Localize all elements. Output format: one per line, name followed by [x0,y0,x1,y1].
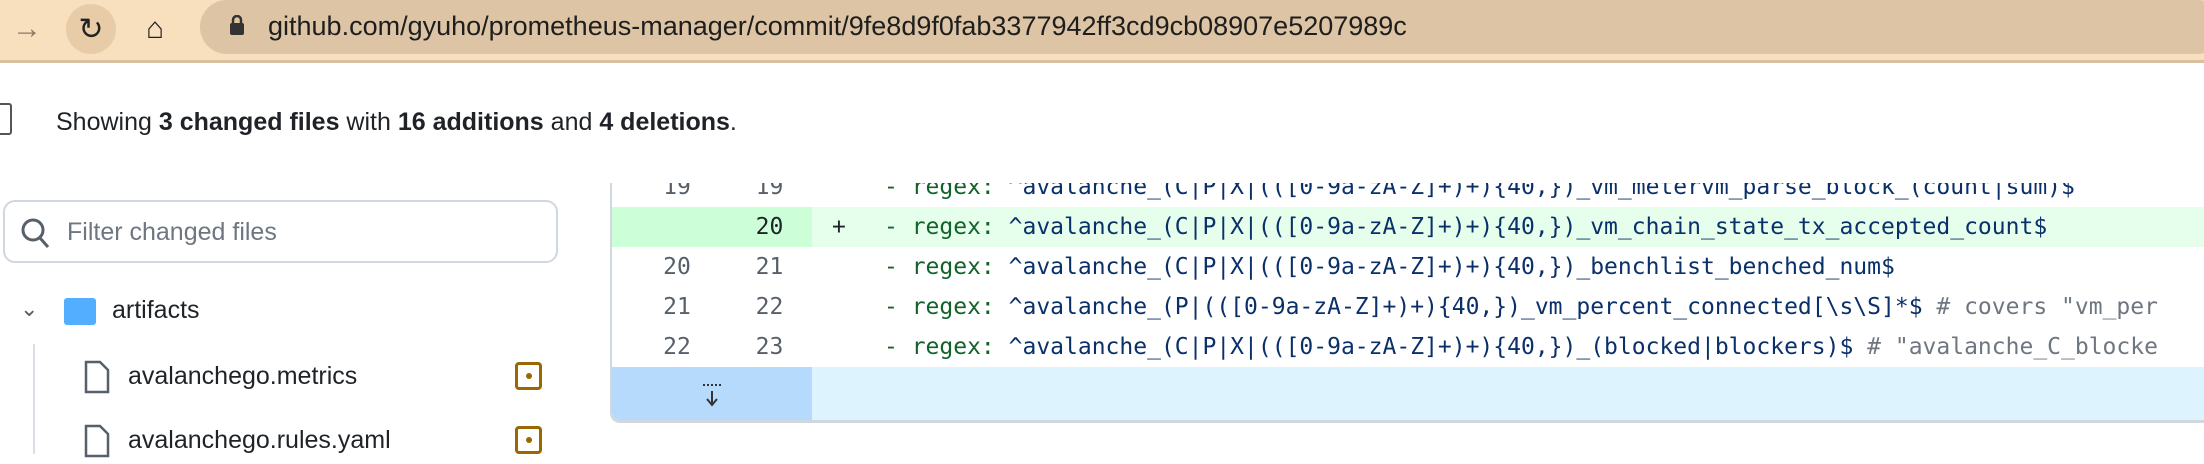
search-icon [21,218,50,248]
folder-icon [64,298,96,325]
new-line-number[interactable]: 21 [755,254,784,280]
file-icon [84,360,110,394]
diff-row-added: 20 + - regex: ^avalanche_(C|P|X|(([0-9a-… [612,207,2204,247]
diff-row: 21 22 - regex: ^avalanche_(P|(([0-9a-zA-… [612,287,2204,327]
old-line-number[interactable]: 21 [663,294,691,320]
tree-file[interactable]: avalanchego.rules.yaml [0,424,560,464]
file-name: avalanchego.metrics [128,362,358,390]
filter-files-input[interactable]: Filter changed files [3,200,558,263]
expand-down-button[interactable] [612,367,812,420]
forward-icon[interactable]: → [12,12,42,45]
old-line-number[interactable]: 20 [663,254,691,280]
old-line-number[interactable]: 22 [663,334,691,360]
modified-badge-icon [515,362,542,390]
diff-row: 22 23 - regex: ^avalanche_(C|P|X|(([0-9a… [612,327,2204,367]
new-line-number[interactable]: 23 [755,334,784,360]
diff-summary: Showing 3 changed files with 16 addition… [56,108,737,136]
code-line: - regex: ^avalanche_(C|P|X|(([0-9a-zA-Z]… [884,183,2075,200]
new-line-number[interactable]: 22 [755,294,784,320]
file-icon [84,424,110,458]
file-name: avalanchego.rules.yaml [128,426,391,454]
new-line-number[interactable]: 20 [755,214,784,240]
code-line: - regex: ^avalanche_(P|(([0-9a-zA-Z]+)+)… [884,294,2158,320]
tree-indent-line [33,344,35,454]
diff-row: 20 21 - regex: ^avalanche_(C|P|X|(([0-9a… [612,247,2204,287]
lock-icon [230,15,244,35]
browser-toolbar: → ↻ ⌂ github.com/gyuho/prometheus-manage… [0,0,2204,63]
folder-name: artifacts [112,296,200,324]
reload-icon[interactable]: ↻ [66,4,116,54]
new-line-number[interactable]: 19 [755,183,784,200]
modified-badge-icon [515,426,542,454]
expand-down-icon [703,384,721,407]
address-bar[interactable]: github.com/gyuho/prometheus-manager/comm… [200,0,2204,54]
old-line-number[interactable] [627,207,727,247]
filter-placeholder: Filter changed files [67,218,277,246]
code-line: - regex: ^avalanche_(C|P|X|(([0-9a-zA-Z]… [884,334,2158,360]
old-line-number[interactable]: 19 [663,183,691,200]
expand-row [612,367,2204,420]
diff-view: 19 19 - regex: ^avalanche_(C|P|X|(([0-9a… [610,183,2204,423]
added-gutter [612,207,812,247]
sidebar-toggle-icon[interactable] [0,103,12,135]
code-line: - regex: ^avalanche_(C|P|X|(([0-9a-zA-Z]… [884,214,2048,240]
url-text: github.com/gyuho/prometheus-manager/comm… [268,11,1407,41]
chevron-down-icon: ⌄ [20,296,39,321]
diff-row: 19 19 - regex: ^avalanche_(C|P|X|(([0-9a… [612,183,2204,207]
tree-file[interactable]: avalanchego.metrics [0,360,560,400]
diff-marker: + [832,214,846,240]
code-line: - regex: ^avalanche_(C|P|X|(([0-9a-zA-Z]… [884,254,1895,280]
home-icon[interactable]: ⌂ [145,12,165,45]
